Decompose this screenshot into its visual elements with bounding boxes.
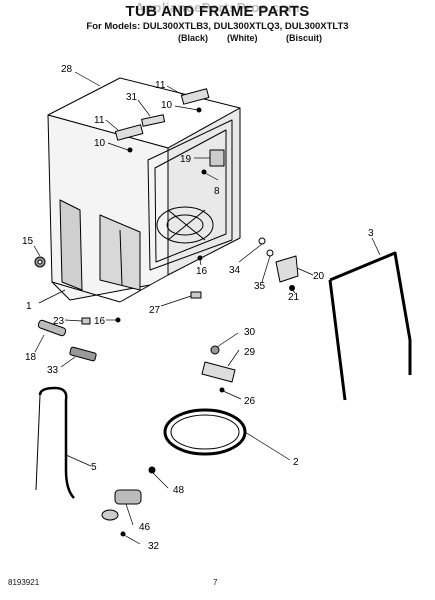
callout-46: 46 [139, 522, 151, 533]
tub-assembly [47, 77, 241, 303]
models-line: For Models: DUL300XTLB3, DUL300XTLQ3, DU… [86, 21, 349, 32]
callout-18: 18 [25, 352, 37, 363]
bracket-31 [141, 114, 166, 127]
callout-11-lower: 11 [94, 115, 105, 126]
bracket-11-upper [180, 88, 210, 105]
document-number: 8193921 [8, 578, 40, 587]
color-variant-black: (Black) [178, 33, 209, 43]
color-variant-white: (White) [227, 33, 258, 43]
page-title: TUB AND FRAME PARTS [125, 3, 310, 20]
callout-31: 31 [126, 92, 138, 103]
color-variant-biscuit: (Biscuit) [286, 33, 322, 43]
callout-11-upper: 11 [155, 80, 166, 91]
callout-28: 28 [61, 64, 73, 75]
callout-30: 30 [244, 327, 256, 338]
callout-5: 5 [91, 462, 97, 473]
callout-26: 26 [244, 396, 256, 407]
callout-35: 35 [254, 281, 266, 292]
callout-16-upper: 16 [196, 266, 208, 277]
callout-48: 48 [173, 485, 185, 496]
bracket-11-lower [114, 124, 144, 141]
callout-21: 21 [288, 292, 300, 303]
callout-19: 19 [180, 154, 192, 165]
callout-33: 33 [47, 365, 59, 376]
callout-23: 23 [53, 316, 65, 327]
callout-16-lower: 16 [94, 316, 106, 327]
callout-27: 27 [149, 305, 161, 316]
callout-8: 8 [214, 186, 220, 197]
callout-34: 34 [229, 265, 241, 276]
callout-29: 29 [244, 347, 256, 358]
callout-15: 15 [22, 236, 34, 247]
callout-2: 2 [293, 457, 299, 468]
callout-20: 20 [313, 271, 325, 282]
watermark: AppliancePartsPros.com [135, 0, 300, 15]
callout-10-upper: 10 [161, 100, 173, 111]
callout-1: 1 [26, 301, 32, 312]
page-number: 7 [213, 578, 218, 587]
callout-32: 32 [148, 541, 160, 552]
callout-3: 3 [368, 228, 374, 239]
callout-10-lower: 10 [94, 138, 106, 149]
